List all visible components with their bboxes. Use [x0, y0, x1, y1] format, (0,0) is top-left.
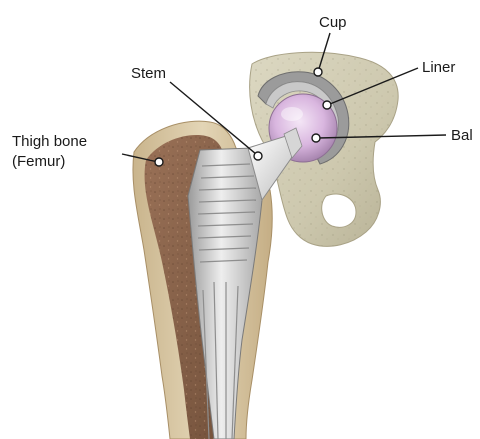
- femur-label-line1: Thigh bone: [12, 133, 87, 150]
- femur-pointer-dot: [155, 158, 163, 166]
- cup-label: Cup: [319, 14, 347, 31]
- stem-pointer-dot: [254, 152, 262, 160]
- liner-pointer-dot: [323, 101, 331, 109]
- ball-label: Bal: [451, 127, 473, 144]
- stem-label: Stem: [131, 65, 166, 82]
- femur-label-line2: (Femur): [12, 153, 65, 170]
- cup-pointer-dot: [314, 68, 322, 76]
- liner-label: Liner: [422, 59, 455, 76]
- ball-highlight: [281, 107, 303, 121]
- ball-pointer-dot: [312, 134, 320, 142]
